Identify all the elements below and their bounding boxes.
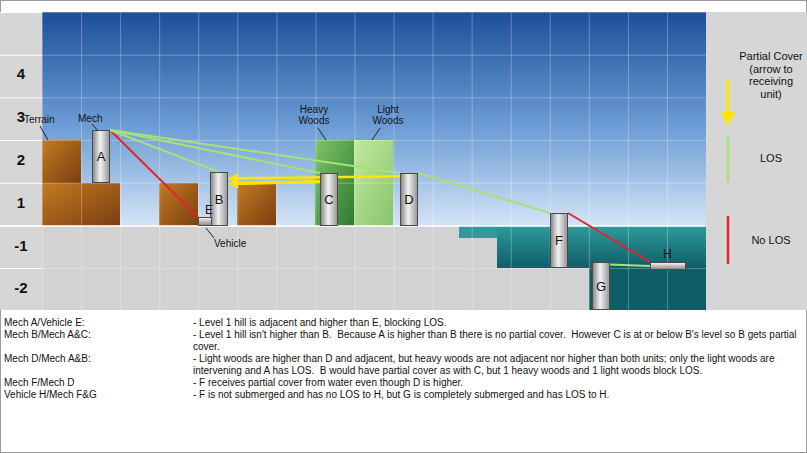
sight-line: [110, 130, 198, 217]
note-row: Mech B/Mech A&C:- Level 1 hill isn't hig…: [4, 329, 802, 353]
ground-line: [0, 225, 706, 227]
sight-line-stroke: [110, 130, 198, 217]
legend-arrowhead: [721, 112, 735, 126]
row-scale: [0, 12, 42, 310]
mech-unit: G: [592, 262, 610, 310]
sight-line-stroke: [110, 130, 219, 172]
unit-letter: H: [663, 248, 672, 260]
mech-unit: A: [92, 130, 110, 183]
sight-line-stroke: [238, 181, 320, 183]
sight-line: [418, 173, 550, 213]
note-row: Mech A/Vehicle E:- Level 1 hill is adjac…: [4, 317, 802, 329]
legend-text: No LOS: [740, 234, 802, 247]
unit-letter: B: [215, 193, 224, 206]
sight-line-stroke: [238, 176, 400, 178]
legend-arrow-sample: [727, 80, 730, 114]
callout-label: Mech: [78, 113, 118, 124]
leader-line: [206, 228, 214, 238]
sight-line: [568, 213, 650, 262]
leader-line: [40, 126, 48, 140]
sight-line: [610, 264, 650, 266]
sight-line-stroke: [110, 130, 400, 173]
note-text: - F receives partial cover from water ev…: [193, 377, 802, 389]
callout-label: Terrain: [24, 114, 74, 125]
sight-line: [110, 130, 320, 173]
legend-nolos-sample: [727, 216, 730, 264]
leader-line: [318, 128, 326, 140]
row-scale-lines: [0, 12, 42, 310]
callout-label: Vehicle: [214, 238, 264, 249]
sight-line: [110, 130, 400, 173]
note-text: - Level 1 hill isn't higher than B. Beca…: [193, 329, 802, 353]
note-row: Vehicle H/Mech F&G- F is not submerged a…: [4, 389, 802, 401]
note-row: Mech F/Mech D- F receives partial cover …: [4, 377, 802, 389]
notes-table: Mech A/Vehicle E:- Level 1 hill is adjac…: [4, 317, 802, 401]
level-number: -2: [0, 280, 42, 297]
unit-letter: F: [555, 234, 563, 247]
sight-line-stroke: [610, 264, 650, 266]
sight-line: [228, 173, 400, 183]
unit-letter: G: [596, 280, 606, 293]
level-number: -1: [0, 238, 42, 255]
level-number: 1: [0, 195, 42, 212]
vehicle-unit: H: [650, 262, 686, 270]
level-number: 4: [0, 66, 42, 83]
mech-unit: F: [550, 213, 568, 268]
level-number: 2: [0, 152, 42, 169]
note-text: - Level 1 hill is adjacent and higher th…: [193, 317, 802, 329]
legend-los-sample: [727, 136, 730, 182]
sight-line: [228, 179, 320, 189]
unit-letter: A: [97, 150, 106, 163]
vehicle-unit: E: [198, 217, 212, 226]
sight-line: [110, 130, 219, 172]
sight-line-stroke: [418, 173, 550, 213]
note-units: Mech B/Mech A&C:: [4, 329, 193, 353]
arrowhead: [228, 173, 238, 183]
legend-panel: [706, 12, 807, 310]
unit-letter: D: [404, 193, 413, 206]
unit-letter: E: [205, 204, 213, 216]
note-units: Mech D/Mech A&B:: [4, 353, 193, 377]
legend-text: LOS: [740, 152, 802, 165]
note-text: - Light woods are higher than D and adja…: [193, 353, 802, 377]
note-units: Mech A/Vehicle E:: [4, 317, 193, 329]
note-units: Mech F/Mech D: [4, 377, 193, 389]
sight-line-stroke: [568, 213, 650, 262]
grid-lines: [42, 12, 706, 310]
note-text: - F is not submerged and has no LOS to H…: [193, 389, 802, 401]
mech-unit: C: [320, 173, 338, 226]
note-row: Mech D/Mech A&B:- Light woods are higher…: [4, 353, 802, 377]
leader-line: [372, 128, 380, 140]
mech-unit: B: [210, 172, 228, 226]
callout-label: Heavy Woods: [292, 104, 336, 126]
mech-unit: D: [400, 173, 418, 226]
unit-letter: C: [324, 193, 333, 206]
sight-line-stroke: [110, 130, 320, 173]
legend-text: Partial Cover (arrow to receiving unit): [738, 50, 804, 101]
callout-label: Light Woods: [368, 104, 408, 126]
note-units: Vehicle H/Mech F&G: [4, 389, 193, 401]
